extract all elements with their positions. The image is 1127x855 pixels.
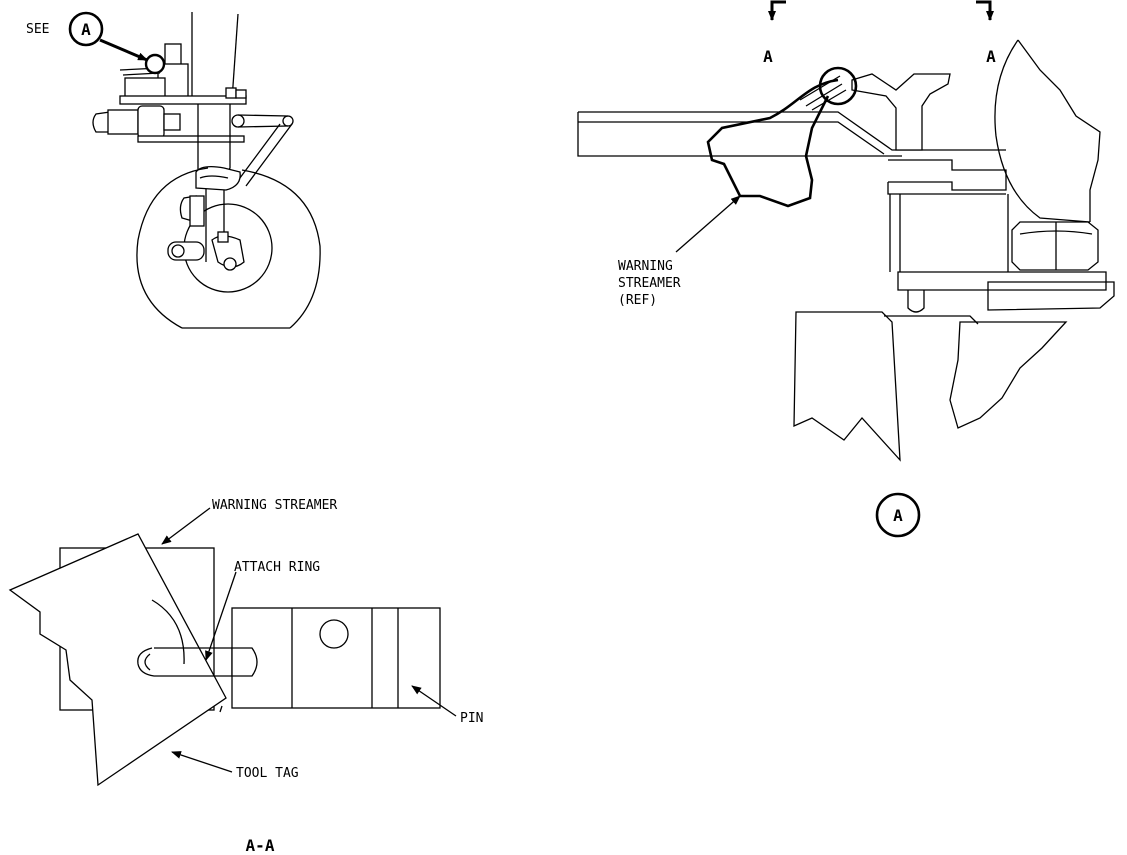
pin-leader bbox=[411, 685, 457, 717]
section-a-a-view bbox=[8, 533, 441, 787]
nose-gear-overview bbox=[92, 12, 321, 329]
tool-tag-label: TOOL TAG bbox=[236, 766, 299, 781]
section-mark-left: A bbox=[763, 47, 773, 66]
tool-tag-leader bbox=[171, 751, 233, 773]
detail-a-title-letter: A bbox=[893, 506, 903, 525]
pin-label: PIN bbox=[460, 711, 483, 726]
see-label: SEE bbox=[26, 22, 49, 37]
detail-a-callout-letter: A bbox=[81, 20, 91, 39]
warning-streamer-leader bbox=[161, 507, 211, 545]
section-mark-right: A bbox=[986, 47, 996, 66]
warning-streamer-ref-leader bbox=[675, 195, 741, 253]
attach-ring-leader bbox=[205, 571, 237, 661]
tool-tag-tick bbox=[219, 705, 223, 713]
section-a-a-title: A-A bbox=[246, 836, 275, 855]
see-detail-arrow bbox=[99, 38, 148, 62]
attach-ring-label: ATTACH RING bbox=[234, 560, 320, 575]
section-cut-marks bbox=[768, 0, 994, 21]
detail-a-title-circle bbox=[875, 492, 921, 538]
warning-streamer-ref-label-line2: STREAMER bbox=[618, 276, 681, 291]
warning-streamer-ref-label-line3: (REF) bbox=[618, 293, 657, 308]
detail-a-callout-circle bbox=[68, 11, 104, 47]
warning-streamer-label: WARNING STREAMER bbox=[212, 498, 337, 513]
detail-a-view bbox=[577, 39, 1115, 462]
pin-location-marker bbox=[144, 53, 166, 75]
warning-streamer-ref-label-line1: WARNING bbox=[618, 259, 673, 274]
